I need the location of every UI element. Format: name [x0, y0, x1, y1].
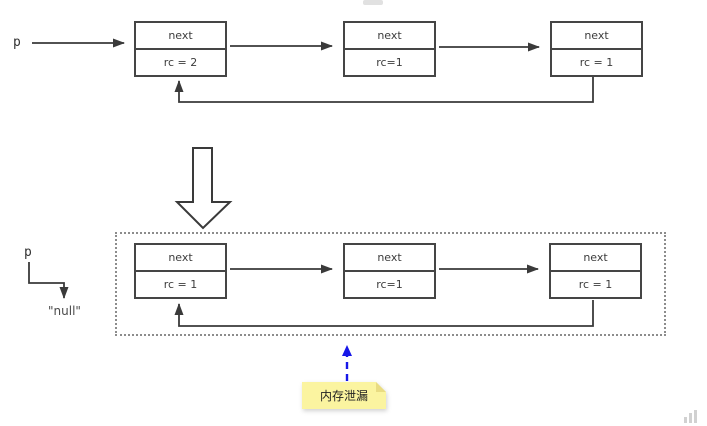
node-next-field: next: [551, 245, 640, 272]
list-node-bottom-1: next rc = 1: [134, 243, 227, 299]
node-next-field: next: [136, 245, 225, 272]
pointer-p-to-null-arrow: [28, 262, 69, 299]
top-edge-artifact: [363, 0, 383, 5]
back-edge-arrow-bottom: [174, 300, 594, 327]
null-label: "null": [48, 304, 81, 318]
node-rc-field: rc = 1: [163, 278, 198, 291]
note-fold-corner: [376, 382, 386, 392]
node-next-field: next: [136, 23, 225, 50]
list-node-bottom-3: next rc = 1: [549, 243, 642, 299]
list-node-top-1: next rc = 2: [134, 21, 227, 77]
transition-down-arrow: [174, 147, 233, 230]
node-rc-field: rc=1: [376, 56, 403, 69]
back-edge-arrow-top: [174, 77, 594, 103]
node-rc-field: rc=1: [376, 278, 403, 291]
memory-leak-note-body: 内存泄漏: [302, 382, 386, 409]
node-next-field: next: [552, 23, 641, 50]
list-node-bottom-2: next rc=1: [343, 243, 436, 299]
node-next-field: next: [345, 23, 434, 50]
pointer-p-label-bottom: p: [24, 245, 32, 260]
pointer-p-label-top: p: [13, 35, 21, 50]
node-rc-field: rc = 2: [163, 56, 198, 69]
node-next-field: next: [345, 245, 434, 272]
list-node-top-2: next rc=1: [343, 21, 436, 77]
watermark: [684, 408, 697, 423]
leaked-memory-region-border: [115, 232, 666, 336]
memory-leak-note: 内存泄漏: [302, 382, 386, 409]
node-rc-field: rc = 1: [579, 56, 614, 69]
list-node-top-3: next rc = 1: [550, 21, 643, 77]
node-rc-field: rc = 1: [578, 278, 613, 291]
